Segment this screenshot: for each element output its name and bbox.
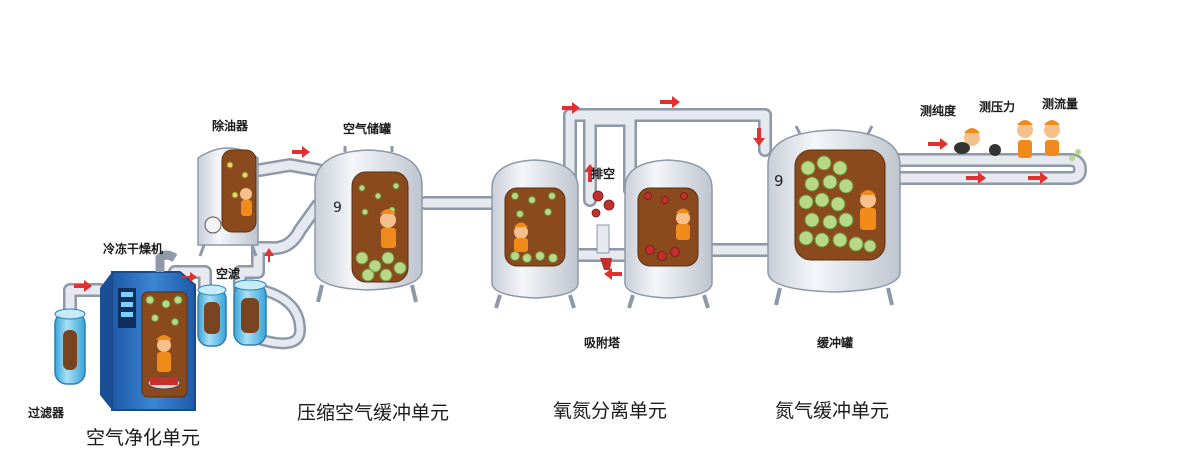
svg-text:9: 9 [774, 172, 784, 190]
buffer-tank: 9 [767, 125, 901, 306]
unit-compressed: 压缩空气缓冲单元 [297, 402, 450, 424]
arrow-icon [928, 138, 948, 150]
label-vent: 排空 [591, 167, 616, 181]
unit-nitrogen: 氮气缓冲单元 [775, 400, 890, 422]
flow-arrows [74, 96, 1048, 292]
arrow-icon [292, 146, 310, 158]
label-tower: 吸附塔 [584, 336, 621, 350]
filter-cylinder [54, 308, 86, 385]
arrow-icon [584, 164, 596, 182]
unit-separation: 氧氮分离单元 [553, 400, 668, 422]
label-degreaser: 除油器 [212, 119, 249, 133]
air-storage-tank: 9 [314, 146, 423, 303]
label-pressure: 测压力 [979, 100, 1016, 114]
pre-filter-cylinders [197, 279, 267, 347]
arrow-icon [753, 128, 765, 146]
arrow-icon [660, 96, 680, 108]
arrow-icon [562, 102, 580, 114]
svg-text:9: 9 [333, 200, 342, 216]
label-adsorber: 空滤 [216, 267, 241, 281]
arrow-icon [966, 172, 986, 184]
measurement-workers [954, 120, 1081, 161]
label-flow: 测流量 [1042, 97, 1079, 111]
arrow-icon [604, 268, 622, 280]
label-filter: 过滤器 [28, 406, 65, 420]
label-purity: 测纯度 [920, 104, 957, 118]
freeze-dryer [100, 250, 196, 411]
label-air-tank: 空气储罐 [343, 122, 392, 136]
label-dryer: 冷冻干燥机 [103, 242, 164, 256]
adsorption-tower-2 [624, 159, 713, 309]
label-buffer: 缓冲罐 [817, 336, 854, 350]
unit-purification: 空气净化单元 [86, 427, 201, 449]
vent-pipe [591, 190, 615, 270]
adsorption-tower-1 [491, 159, 579, 309]
arrow-icon [182, 272, 197, 282]
degreaser-tank [197, 147, 259, 257]
arrow-icon [264, 248, 274, 262]
arrow-icon [1028, 172, 1048, 184]
arrow-icon [74, 280, 92, 292]
